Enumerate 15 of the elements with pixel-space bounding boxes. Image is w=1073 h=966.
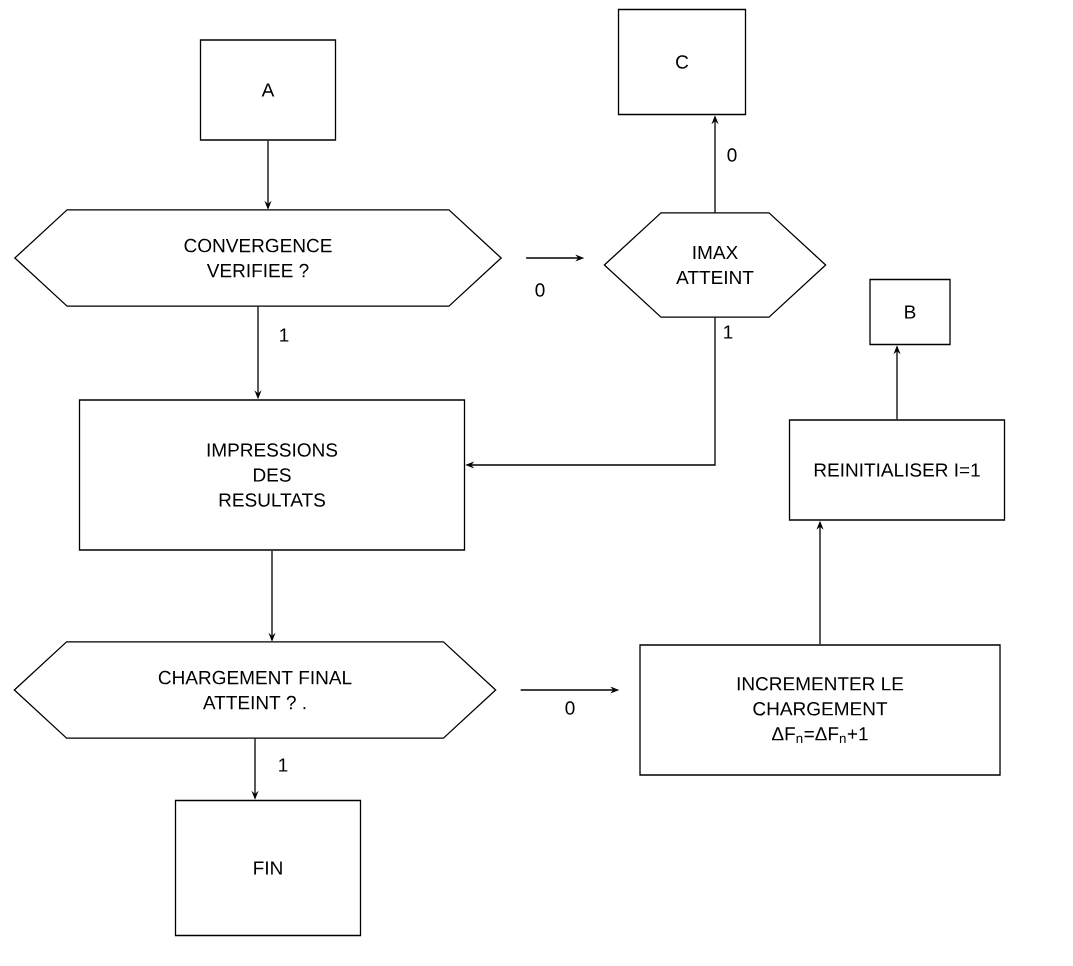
- edge-label: 0: [563, 700, 577, 716]
- edge-label: 1: [721, 324, 735, 340]
- decision-hexagon: CHARGEMENT FINAL ATTEINT ? .: [13, 641, 497, 739]
- edge-label: 0: [725, 147, 739, 163]
- process-box: A: [199, 39, 337, 141]
- edge-label: 1: [276, 757, 290, 773]
- process-box: REINITIALISER I=1: [788, 419, 1006, 521]
- process-box: B: [869, 278, 951, 346]
- process-box: IMPRESSIONS DES RESULTATS: [78, 399, 466, 551]
- process-box: INCREMENTER LE CHARGEMENT ΔF$_{n}$=ΔF$_{n}$+1: [639, 644, 1001, 776]
- edge-label: 0: [533, 282, 547, 298]
- edge-label: 1: [277, 327, 291, 343]
- process-box: C: [617, 8, 747, 116]
- process-box: FIN: [174, 799, 362, 937]
- decision-hexagon: IMAX ATTEINT: [603, 212, 827, 318]
